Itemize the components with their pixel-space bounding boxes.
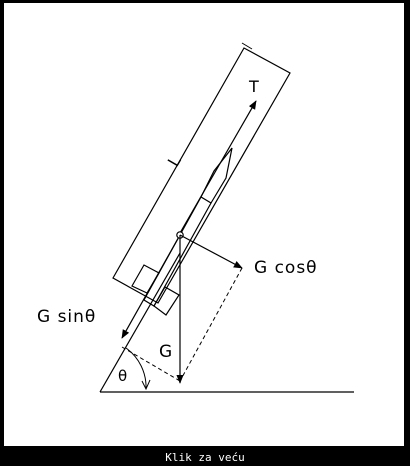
rocket-launch-diagram [99, 42, 354, 393]
angle-arc [125, 347, 147, 390]
thrust-arrow [179, 100, 257, 234]
enlarge-link-text[interactable]: Klik za veću [165, 451, 245, 464]
gravity-label: G [159, 342, 174, 362]
diagram-canvas: L T G cosθ G sinθ G θ [4, 3, 404, 446]
g-sin-arrow [121, 234, 181, 339]
g-cos-arrow [179, 234, 243, 269]
image-frame: L T G cosθ G sinθ G θ [4, 3, 404, 446]
angle-label: θ [118, 367, 129, 385]
angle-arc-arrow [141, 379, 151, 391]
enlarge-link[interactable]: Klik za veću [0, 450, 410, 466]
g-sin-label: G sinθ [37, 307, 97, 327]
thrust-label: T [249, 77, 260, 96]
incline-axis [99, 252, 181, 393]
g-cos-label: G cosθ [254, 258, 318, 278]
construction-lines [121, 267, 243, 382]
rocket-body [131, 147, 233, 316]
rail-top-tick [241, 42, 253, 50]
launch-rail [112, 47, 291, 304]
